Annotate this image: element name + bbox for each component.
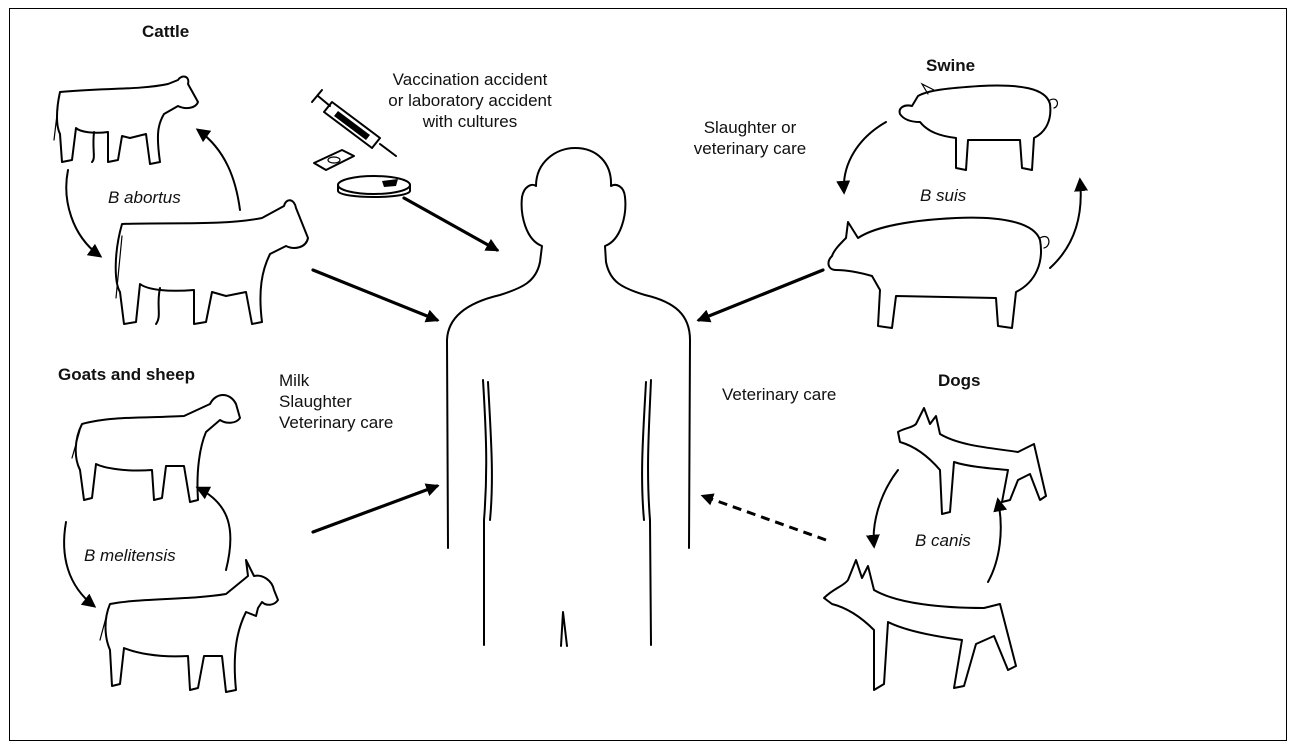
dogs-cycle-down-arrow xyxy=(874,470,898,546)
goats-cycle-up-arrow xyxy=(198,488,230,570)
dogs-title: Dogs xyxy=(938,370,981,391)
accident-route-label: Vaccination accident or laboratory accid… xyxy=(350,69,590,132)
cattle-cycle-up-arrow xyxy=(198,130,240,210)
sheep-icon xyxy=(72,395,240,502)
swine-cycle-up-arrow xyxy=(1050,180,1081,268)
dogs-species: B canis xyxy=(915,530,971,551)
dogs-cycle-up-arrow xyxy=(988,500,1001,582)
milk-line-1: Milk xyxy=(279,370,393,391)
swine-arrow xyxy=(699,270,823,320)
milk-line-2: Slaughter xyxy=(279,391,393,412)
milk-line-3: Veterinary care xyxy=(279,412,393,433)
dog-bottom-icon xyxy=(824,560,1016,690)
accident-line-1: Vaccination accident xyxy=(350,69,590,90)
cattle-cycle-down-arrow xyxy=(66,170,100,256)
cattle-title: Cattle xyxy=(142,21,189,42)
slaughter-line-1: Slaughter or xyxy=(670,117,830,138)
vet-care-route-label: Veterinary care xyxy=(722,384,836,405)
petri-dish-icon xyxy=(338,176,410,197)
pig-bottom-icon xyxy=(829,218,1049,328)
swine-title: Swine xyxy=(926,55,975,76)
pig-top-icon xyxy=(900,84,1058,170)
accident-line-2: or laboratory accident xyxy=(350,90,590,111)
goats-sheep-title: Goats and sheep xyxy=(58,364,195,385)
cow-bottom-icon xyxy=(116,200,308,324)
cow-top-icon xyxy=(54,77,198,164)
goats-sheep-species: B melitensis xyxy=(84,545,176,566)
cattle-arrow xyxy=(313,270,437,320)
milk-route-label: Milk Slaughter Veterinary care xyxy=(279,370,393,433)
transmission-arrows xyxy=(313,198,826,540)
accident-line-3: with cultures xyxy=(350,111,590,132)
swine-cycle-down-arrow xyxy=(844,122,886,192)
dogs-dashed-arrow xyxy=(703,496,826,540)
goat-icon xyxy=(100,560,278,692)
dog-top-icon xyxy=(898,408,1046,514)
human-silhouette xyxy=(447,148,690,646)
slaughter-route-label: Slaughter or veterinary care xyxy=(670,117,830,159)
cattle-species: B abortus xyxy=(108,187,181,208)
goats-arrow xyxy=(313,486,437,532)
slide-icon xyxy=(314,150,354,170)
slaughter-line-2: veterinary care xyxy=(670,138,830,159)
accident-arrow xyxy=(404,198,497,250)
swine-species: B suis xyxy=(920,185,966,206)
